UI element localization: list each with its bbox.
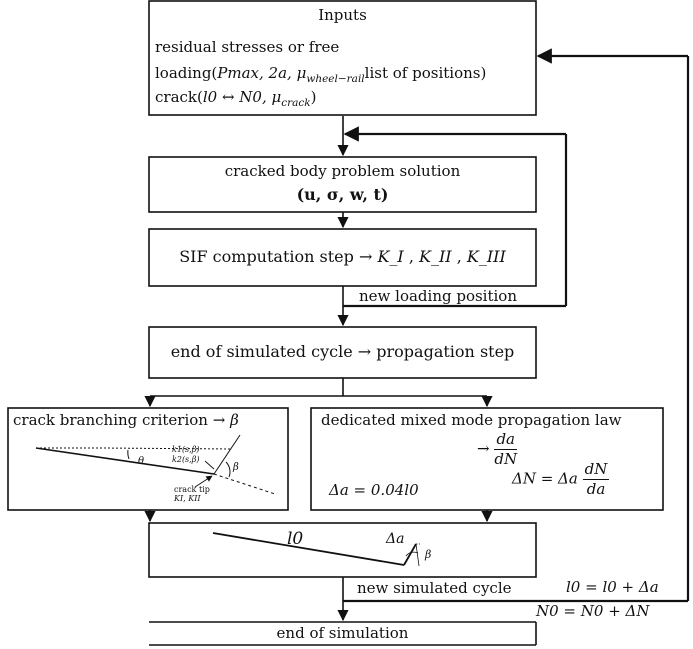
sif-k1: K_I	[377, 247, 404, 266]
inputs-line2-sub: wheel−rail	[306, 73, 365, 85]
branching-beta: β	[233, 462, 239, 473]
crack-beta: β	[425, 548, 432, 561]
branching-k1: k1(s,β)	[172, 445, 200, 454]
branching-arrow: →	[212, 411, 226, 429]
end-simulation: end of simulation	[276, 624, 409, 642]
mixed-delta-n-den: da	[586, 480, 606, 498]
branching-theta: θ	[138, 456, 145, 467]
branching-title-text: crack branching criterion	[13, 411, 208, 429]
mixed-frac-num: da	[494, 432, 518, 450]
inputs-line2-math: Pmax, 2a, μ	[217, 64, 307, 82]
branching-symbol: β	[230, 411, 239, 429]
mixed-title: dedicated mixed mode propagation law	[321, 411, 622, 429]
crack-delta-a: Δa	[386, 531, 405, 547]
sif-k2: K_II	[419, 247, 452, 266]
branching-k: KI, KII	[174, 494, 201, 503]
sif-text: SIF computation step → K_I , K_II , K_II…	[179, 247, 506, 266]
inputs-line3: crack(l0 ↔ N0, μcrack)	[155, 90, 317, 109]
outer-loop-label: new simulated cycle	[357, 579, 512, 597]
end-cycle-text: end of simulated cycle → propagation ste…	[149, 344, 536, 360]
outer-update2: N0 = N0 + ΔN	[536, 602, 650, 620]
crack-figure	[212, 532, 420, 567]
crack-l0: l0	[287, 529, 304, 549]
solution-line1: cracked body problem solution	[224, 162, 461, 180]
inputs-line3-prefix: crack(	[155, 88, 203, 106]
outer-update1: l0 = l0 + Δa	[566, 578, 659, 596]
inputs-line3-sub: crack	[281, 97, 311, 109]
mixed-arrow: →	[477, 439, 490, 458]
crack-box	[148, 522, 537, 578]
inputs-title: Inputs	[318, 6, 367, 24]
inputs-line2: loading(Pmax, 2a, μwheel−raillist of pos…	[155, 66, 486, 85]
inputs-line1: residual stresses or free	[155, 38, 340, 56]
sif-arrow: →	[358, 247, 373, 266]
inputs-line2-suffix: list of positions)	[364, 64, 487, 82]
end-cycle-label2: propagation step	[376, 342, 515, 361]
inputs-line3-math: l0 ↔ N0, μ	[202, 88, 282, 106]
branching-k2: k2(s,β)	[172, 455, 200, 464]
branching-figure	[35, 434, 276, 495]
mixed-frac-den: dN	[494, 450, 518, 468]
inputs-box	[148, 0, 537, 116]
inputs-line3-suffix: )	[310, 88, 317, 106]
inputs-line2-prefix: loading(	[155, 64, 218, 82]
branching-title: crack branching criterion → β	[13, 413, 239, 428]
solution-line2: (u, σ, w, t)	[296, 185, 389, 204]
sif-k3: K_III	[466, 247, 506, 266]
end-cycle-arrow: →	[357, 342, 372, 361]
branching-tip: crack tip	[174, 485, 210, 494]
inner-loop-label: new loading position	[359, 287, 517, 305]
end-cycle-label: end of simulated cycle	[170, 342, 353, 361]
mixed-delta-n-num: dN	[582, 460, 610, 480]
branching-box	[7, 407, 289, 511]
mixed-delta-a: Δa = 0.04l0	[329, 481, 419, 499]
mixed-delta-n-left: ΔN = Δa	[512, 469, 578, 488]
sif-label: SIF computation step	[179, 247, 354, 266]
